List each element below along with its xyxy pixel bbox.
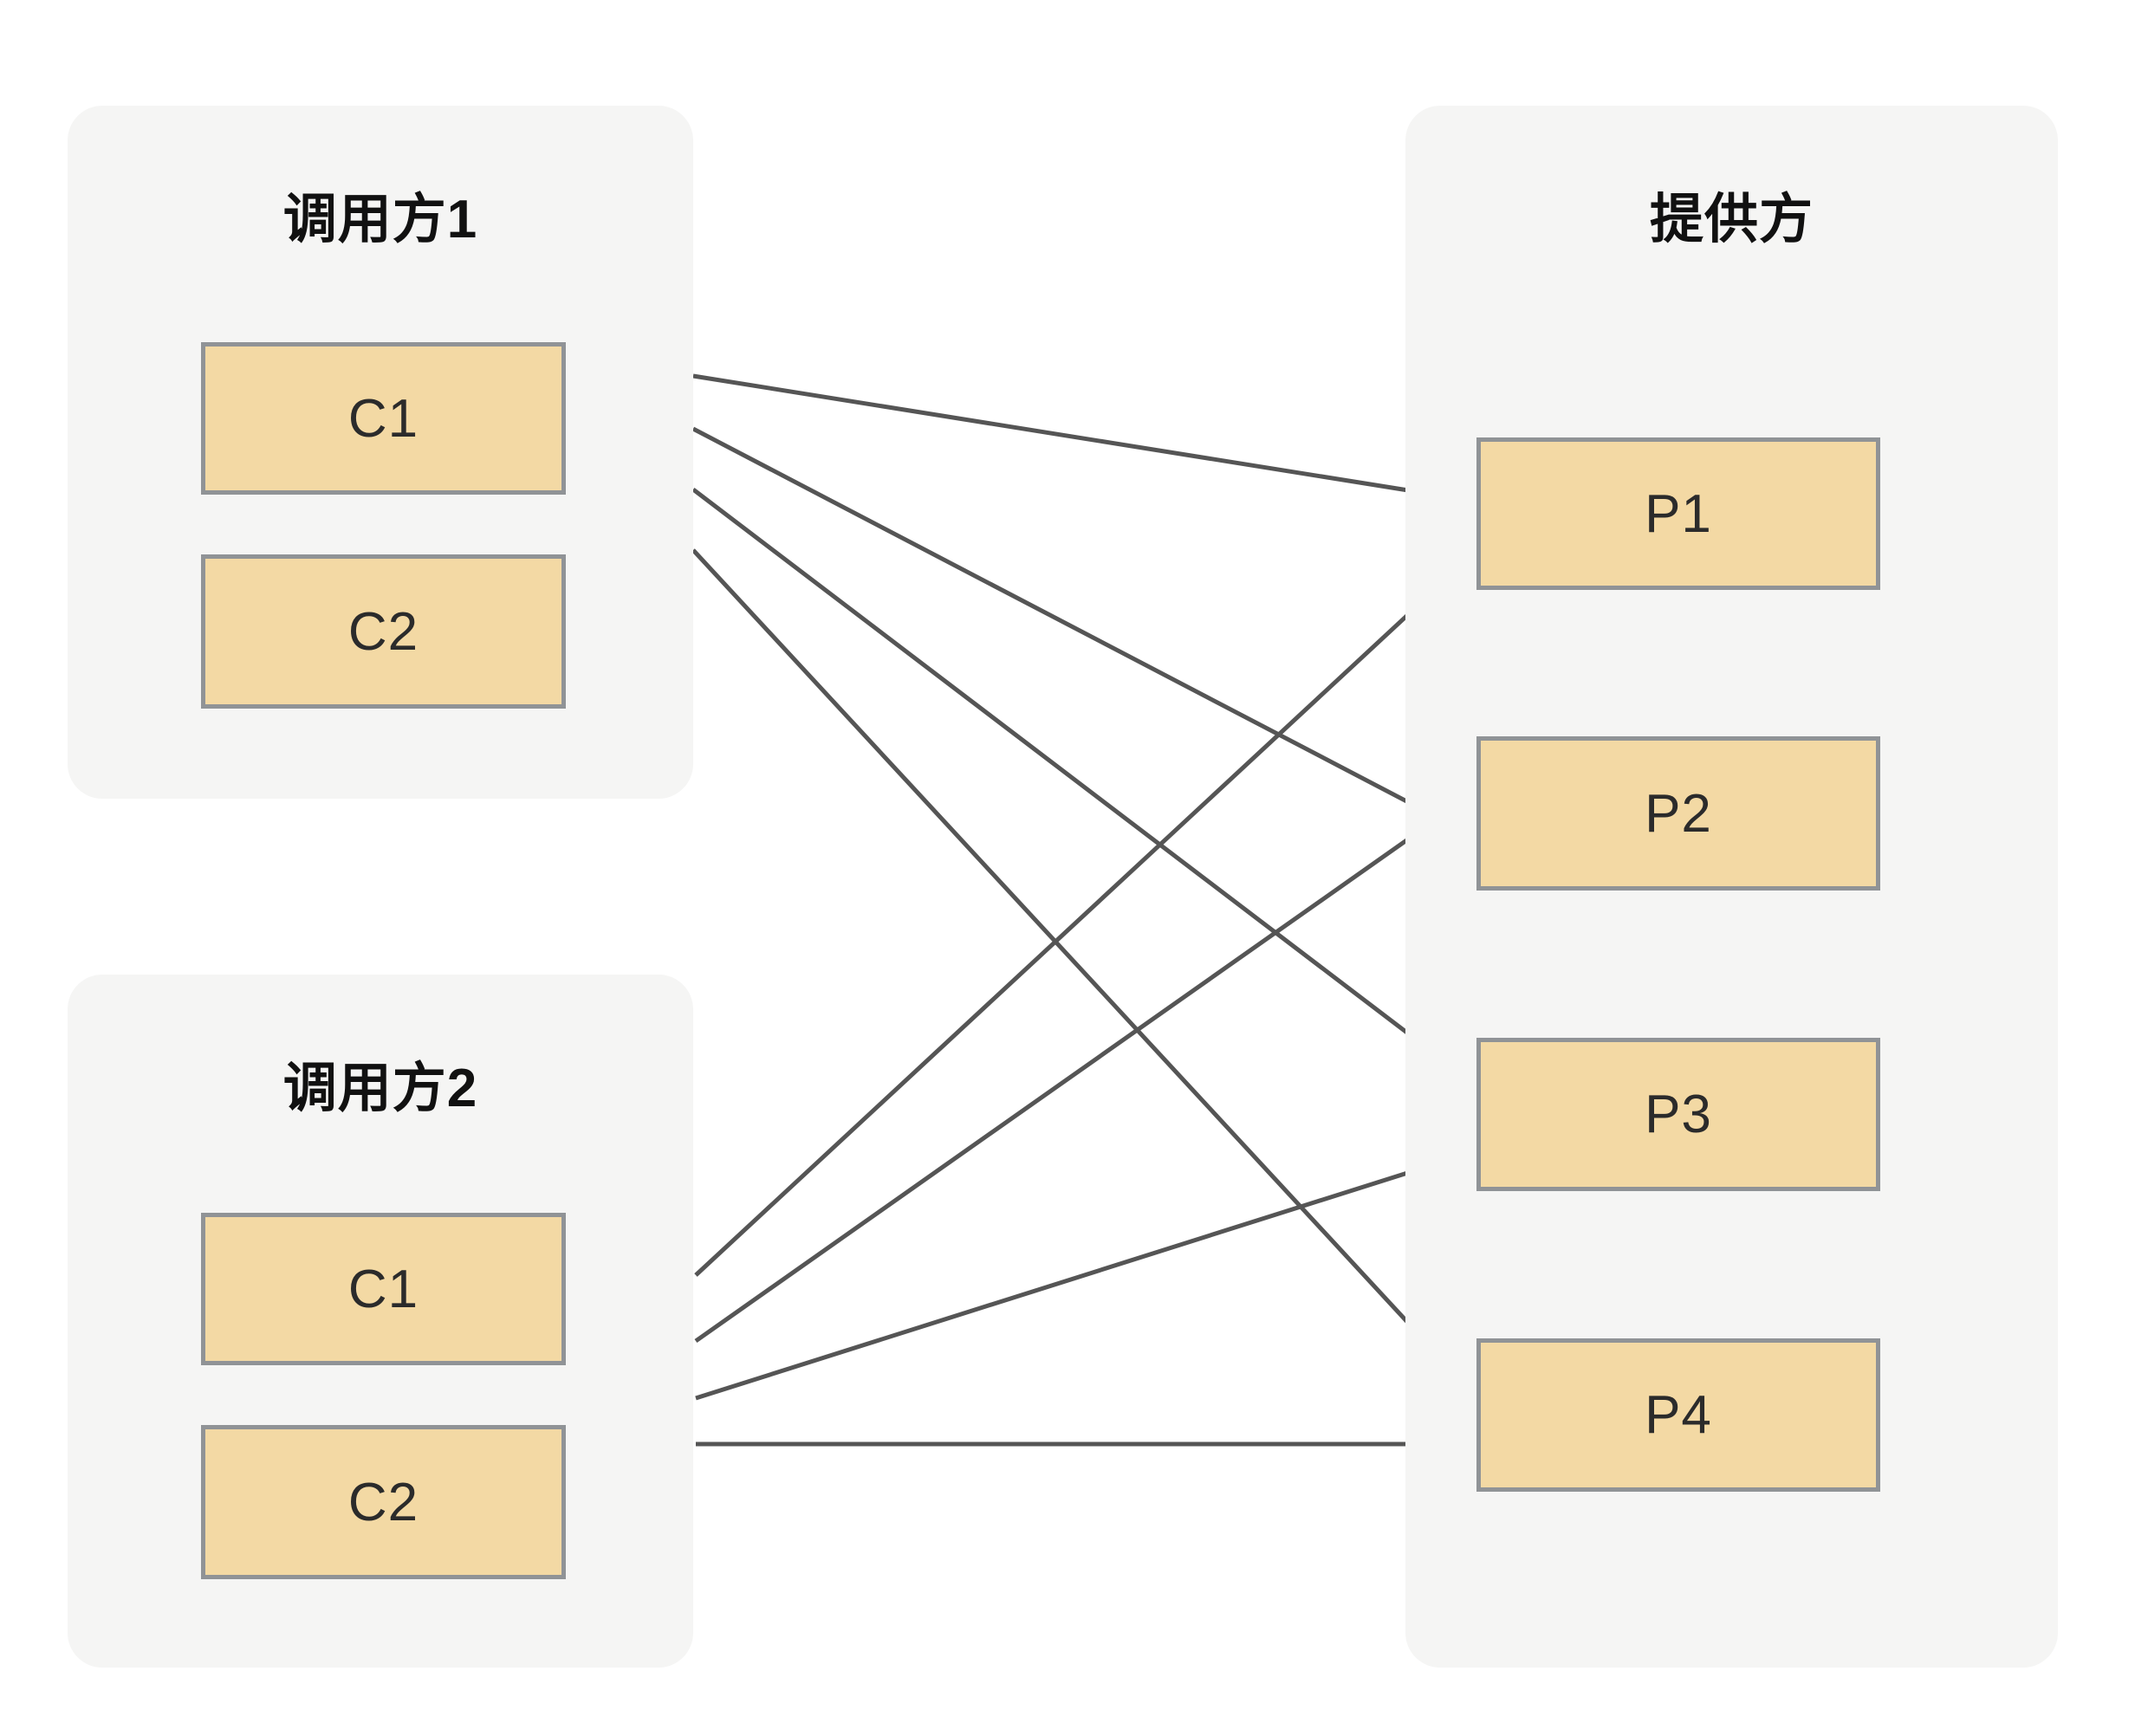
edge-e6-caller2-to-p2: [694, 791, 1477, 1344]
node-label-p3: P3: [1645, 1085, 1712, 1144]
node-c2a[interactable]: C1: [201, 1213, 566, 1365]
node-c2b[interactable]: C2: [201, 1425, 566, 1579]
node-label-p1: P1: [1645, 483, 1712, 544]
node-label-c2a: C1: [347, 1259, 419, 1319]
node-p4[interactable]: P4: [1476, 1338, 1880, 1492]
edge-e7-caller2-to-p3: [695, 1149, 1477, 1401]
node-c1a[interactable]: C1: [201, 342, 566, 495]
edge-e2-caller1-to-p2: [691, 426, 1477, 839]
node-label-c1b: C2: [347, 601, 419, 662]
node-p1[interactable]: P1: [1476, 437, 1880, 590]
node-label-c2b: C2: [347, 1472, 419, 1532]
node-label-p2: P2: [1645, 783, 1712, 844]
node-p2[interactable]: P2: [1476, 736, 1880, 891]
panel-title-caller2: 调用方2: [282, 1059, 478, 1118]
edge-e4-caller1-to-p4: [691, 548, 1476, 1396]
edge-e1-caller1-to-p1: [692, 373, 1477, 511]
edge-e5-caller2-to-p1: [694, 551, 1476, 1277]
node-label-p4: P4: [1645, 1385, 1712, 1445]
panel-title-caller1: 调用方1: [282, 190, 478, 249]
edge-e3-caller1-to-p3: [691, 488, 1476, 1086]
node-c1b[interactable]: C2: [201, 554, 566, 709]
node-p3[interactable]: P3: [1476, 1038, 1880, 1191]
node-label-c1a: C1: [347, 388, 419, 449]
panel-title-provider: 提供方: [1649, 190, 1814, 249]
edge-group: [691, 373, 1477, 1461]
